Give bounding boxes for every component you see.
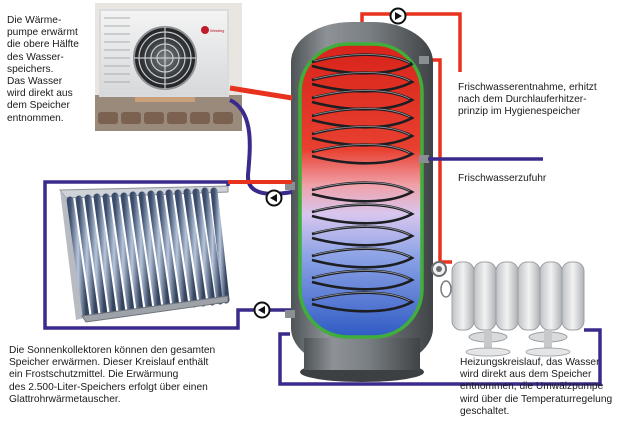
heating-circuit-caption: Heizungskreislauf, das Wasser wird direk… — [460, 357, 613, 417]
fresh-water-outlet-caption: Frischwasserentnahme, erhitzt nach dem D… — [458, 82, 597, 118]
fresh-water-inlet-caption: Frischwasserzufuhr — [458, 173, 547, 184]
heat-pump-photo: Westing — [95, 3, 242, 131]
brand-label: Westing — [210, 28, 224, 33]
fresh-water-pipe — [360, 12, 543, 161]
heat-pump-pipe — [228, 85, 293, 196]
pump-icon — [431, 261, 447, 277]
storage-tank — [285, 22, 433, 382]
solar-collector-caption: Die Sonnenkollektoren können den gesamte… — [9, 345, 216, 405]
pump-icon — [253, 301, 271, 319]
solar-collector — [59, 185, 230, 323]
pump-icon — [265, 189, 283, 207]
valve-icon — [440, 280, 452, 298]
heat-pump-caption: Die Wärme- pumpe erwärmt die obere Hälft… — [7, 15, 79, 124]
radiator — [451, 261, 585, 357]
pump-icon — [389, 7, 407, 25]
brand-logo-icon — [201, 26, 209, 34]
